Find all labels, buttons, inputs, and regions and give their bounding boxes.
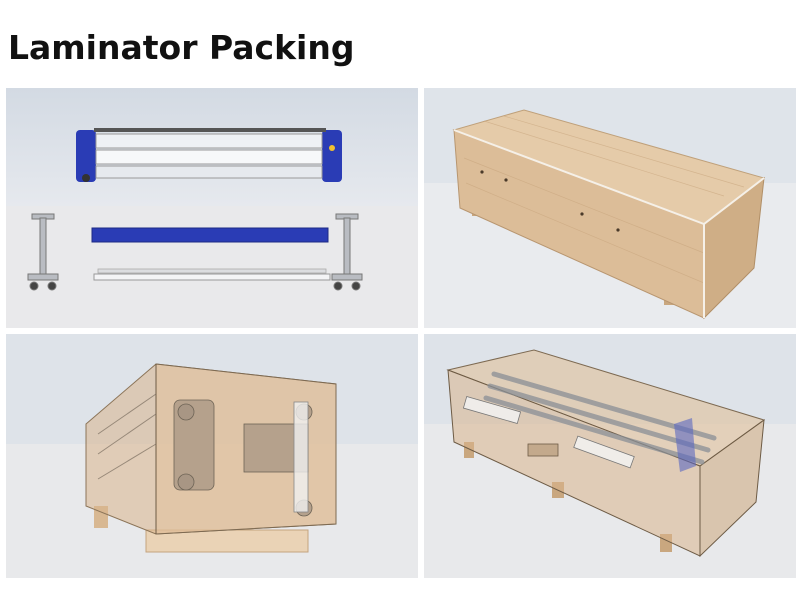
image-crate-transparent-top [424, 334, 796, 578]
image-crate-transparent-side [6, 334, 418, 578]
stand-right [331, 213, 363, 291]
laminator-machine [76, 128, 342, 182]
white-rail [93, 268, 331, 281]
image-crate-closed [424, 88, 796, 328]
page-title: Laminator Packing [8, 28, 355, 67]
blue-crossbar [91, 227, 329, 243]
stand-left [27, 213, 59, 291]
image-laminator-parts [6, 88, 418, 328]
